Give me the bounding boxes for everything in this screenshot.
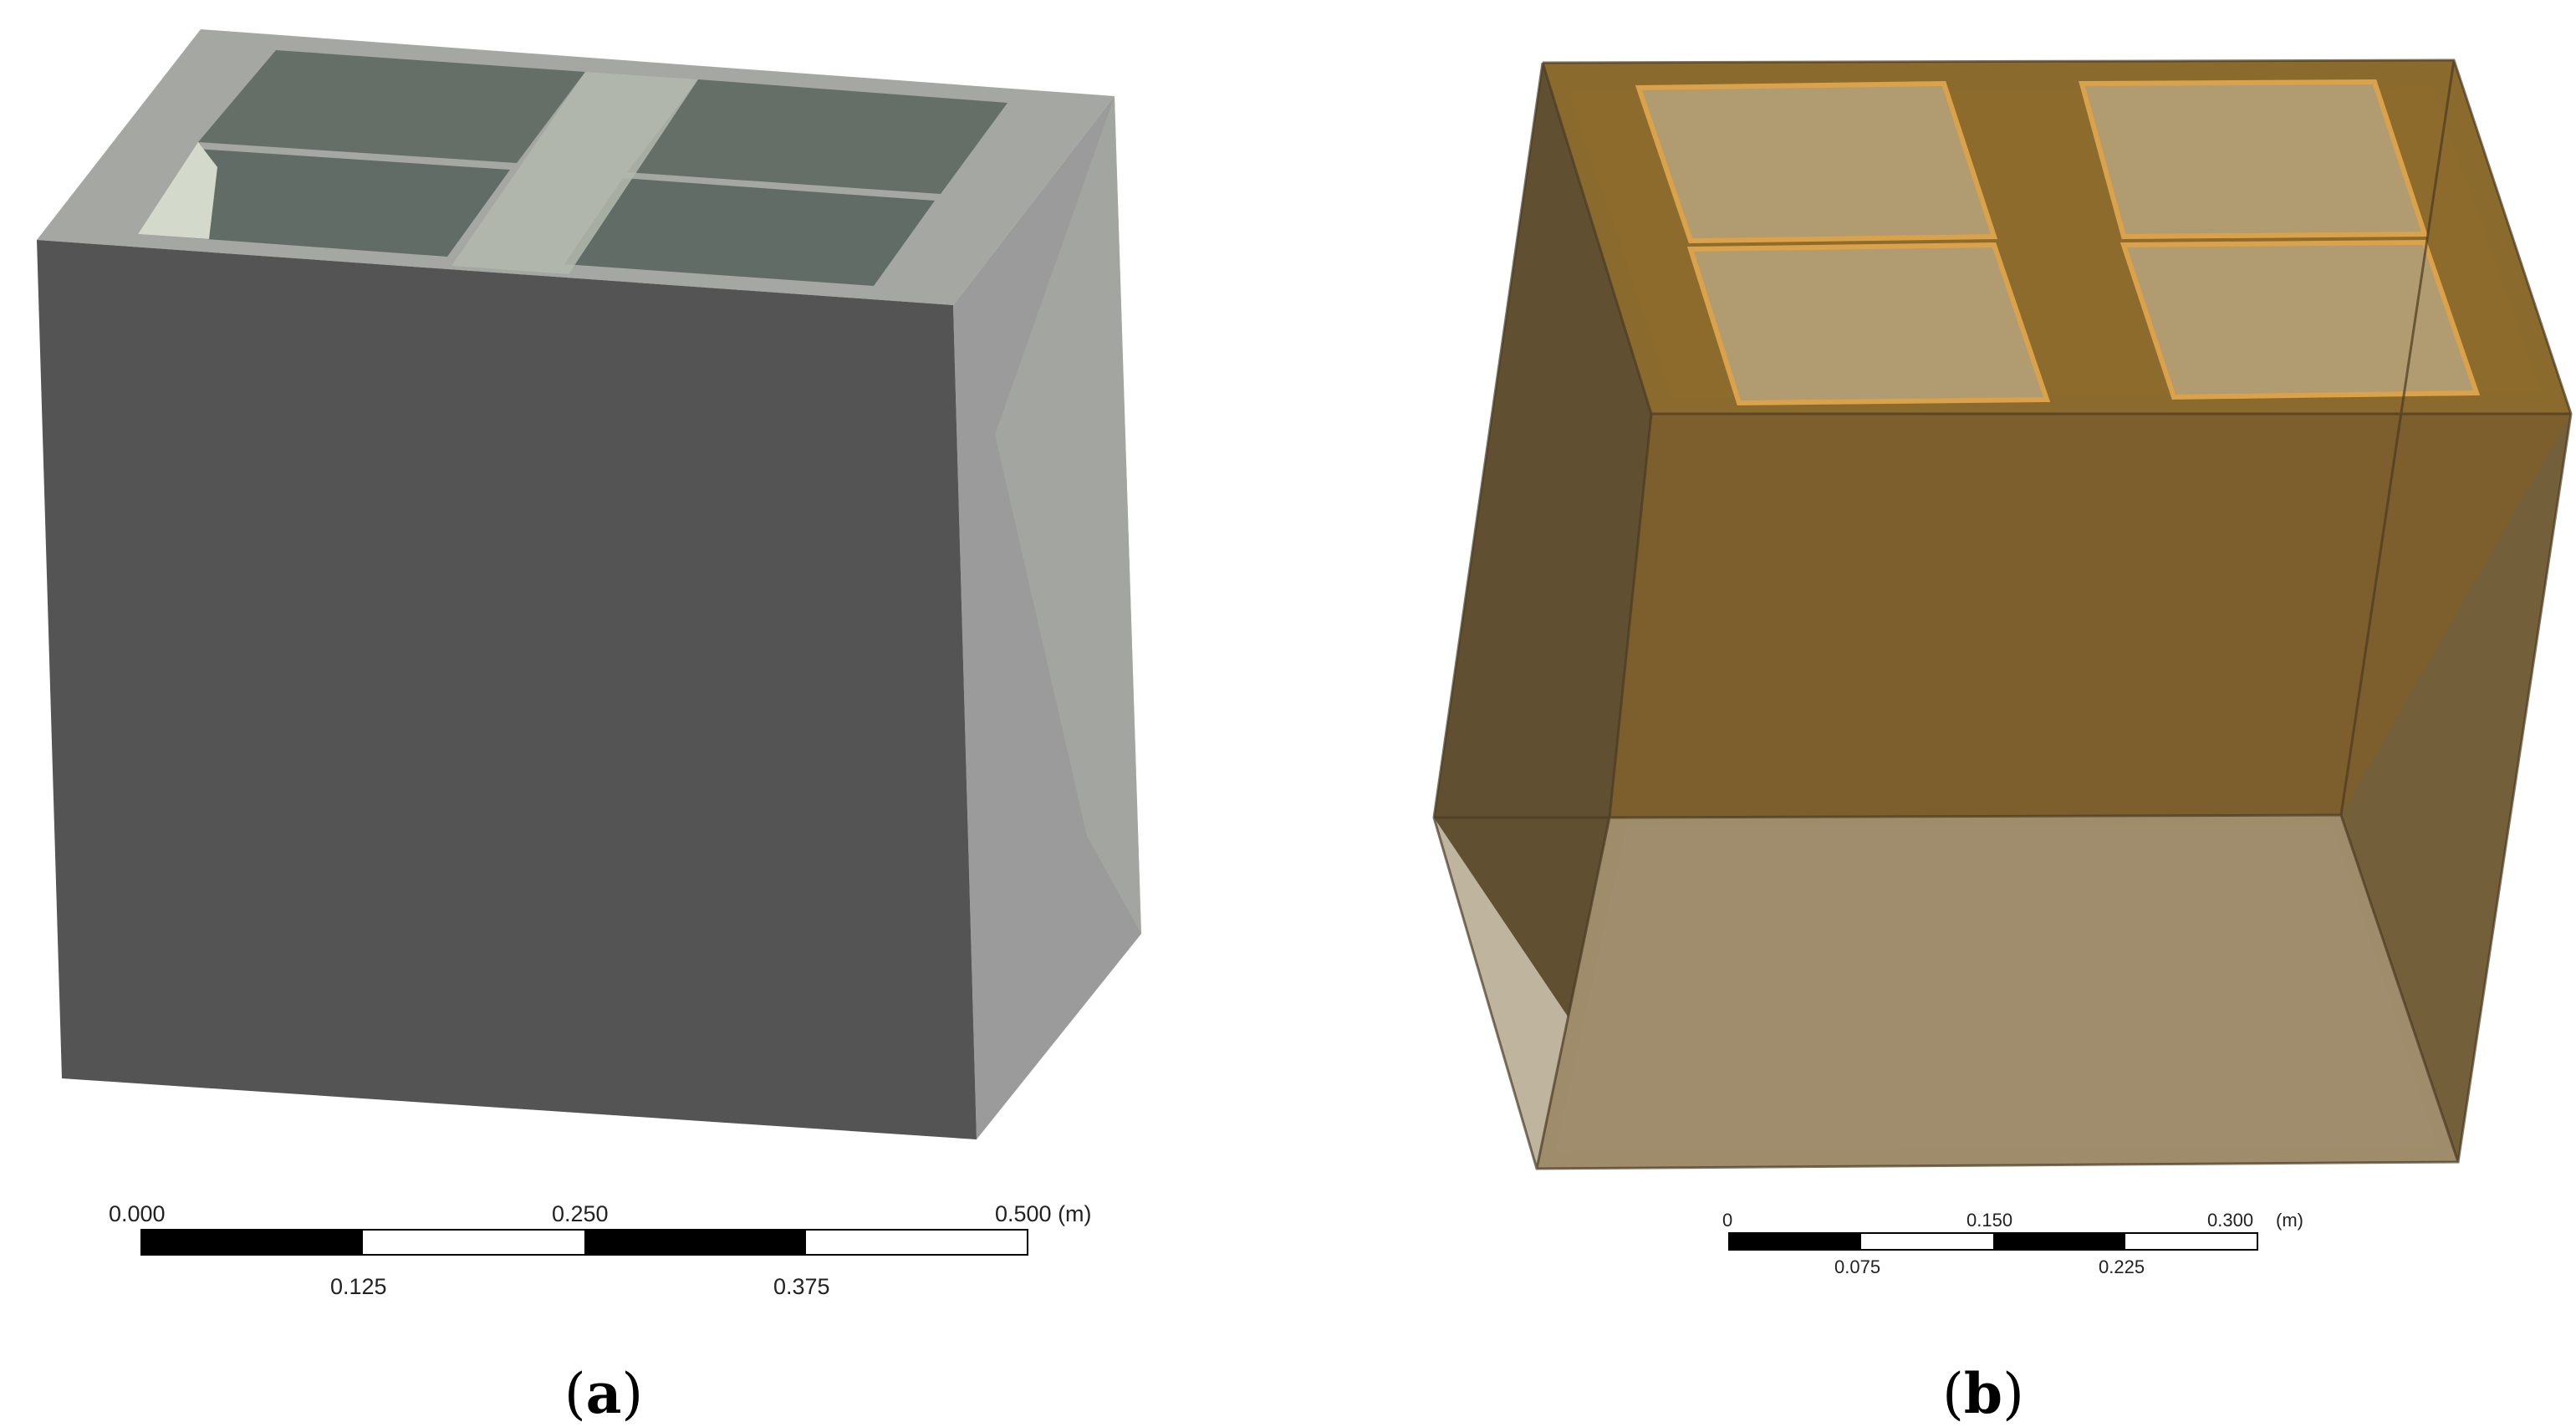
solid-box-model <box>37 29 1141 1139</box>
panel-b-caption: (b) <box>1942 1361 2024 1426</box>
vent-panel-front-right <box>2119 239 2481 400</box>
room-left-wall <box>1434 63 1651 1078</box>
transparent-room-model <box>1432 59 2573 1170</box>
scale-bar-b-label-q3: 0.225 <box>2099 1256 2145 1277</box>
scale-bar-a: 0.000 0.250 0.500 (m) 0.125 0.375 <box>109 1201 1092 1299</box>
scale-bar-b-label-0: 0 <box>1722 1210 1732 1231</box>
scale-bar-b: 0 0.150 0.300 (m) 0.075 0.225 <box>1722 1210 2303 1277</box>
scale-bar-a-label-q1: 0.125 <box>330 1274 387 1299</box>
scale-bar-a-label-0: 0.000 <box>109 1201 166 1226</box>
ceiling-vents <box>1635 79 2481 406</box>
panel-b: 0 0.150 0.300 (m) 0.075 0.225 (b) <box>1432 59 2573 1426</box>
top-opening-front-right <box>564 178 935 286</box>
scale-bar-a-segment <box>141 1230 363 1255</box>
scale-bar-a-segment <box>584 1230 806 1255</box>
scale-bar-b-label-mid: 0.150 <box>1966 1210 2012 1231</box>
vent-panel-front-left <box>1686 242 2051 406</box>
scale-bar-b-segment <box>2125 1233 2257 1250</box>
box-side-shading <box>995 96 1141 934</box>
vent-panel-back-left <box>1635 80 1998 244</box>
top-inner-corner <box>138 142 217 239</box>
scale-bar-b-label-end: 0.300 <box>2207 1210 2253 1231</box>
top-divider-strip <box>451 72 698 274</box>
scale-bar-b-label-q1: 0.075 <box>1834 1256 1880 1277</box>
room-edges <box>1432 59 2573 1170</box>
top-opening-front-left <box>138 149 510 257</box>
scale-bar-a-label-end: 0.500 (m) <box>995 1201 1092 1226</box>
scale-bar-a-outline <box>140 1229 1028 1256</box>
scale-bar-a-segment <box>806 1230 1028 1255</box>
scale-bar-b-segment <box>1861 1233 1993 1250</box>
panel-a: 0.000 0.250 0.500 (m) 0.125 0.375 (a) <box>37 29 1141 1426</box>
top-opening-back-right <box>627 79 1007 194</box>
scale-bar-b-segment <box>1993 1233 2125 1250</box>
top-opening-back-left <box>198 50 585 163</box>
box-front-face <box>37 240 977 1139</box>
room-edge-line <box>2339 59 2456 816</box>
scale-bar-a-label-mid: 0.250 <box>552 1201 609 1226</box>
panel-a-caption: (a) <box>564 1361 643 1426</box>
room-back-wall <box>1609 414 2571 818</box>
scale-bar-b-segment <box>1729 1233 1861 1250</box>
room-floor-inner <box>1555 826 2437 1152</box>
scale-bar-b-label-unit: (m) <box>2276 1210 2303 1231</box>
scale-bar-b-outline <box>1728 1232 2258 1251</box>
room-edge-line <box>1434 62 1653 819</box>
room-edge-line <box>1535 817 1611 1170</box>
scale-bar-a-label-q3: 0.375 <box>773 1274 830 1299</box>
scale-bar-a-segment <box>363 1230 584 1255</box>
vent-panel-back-right <box>2079 79 2429 240</box>
